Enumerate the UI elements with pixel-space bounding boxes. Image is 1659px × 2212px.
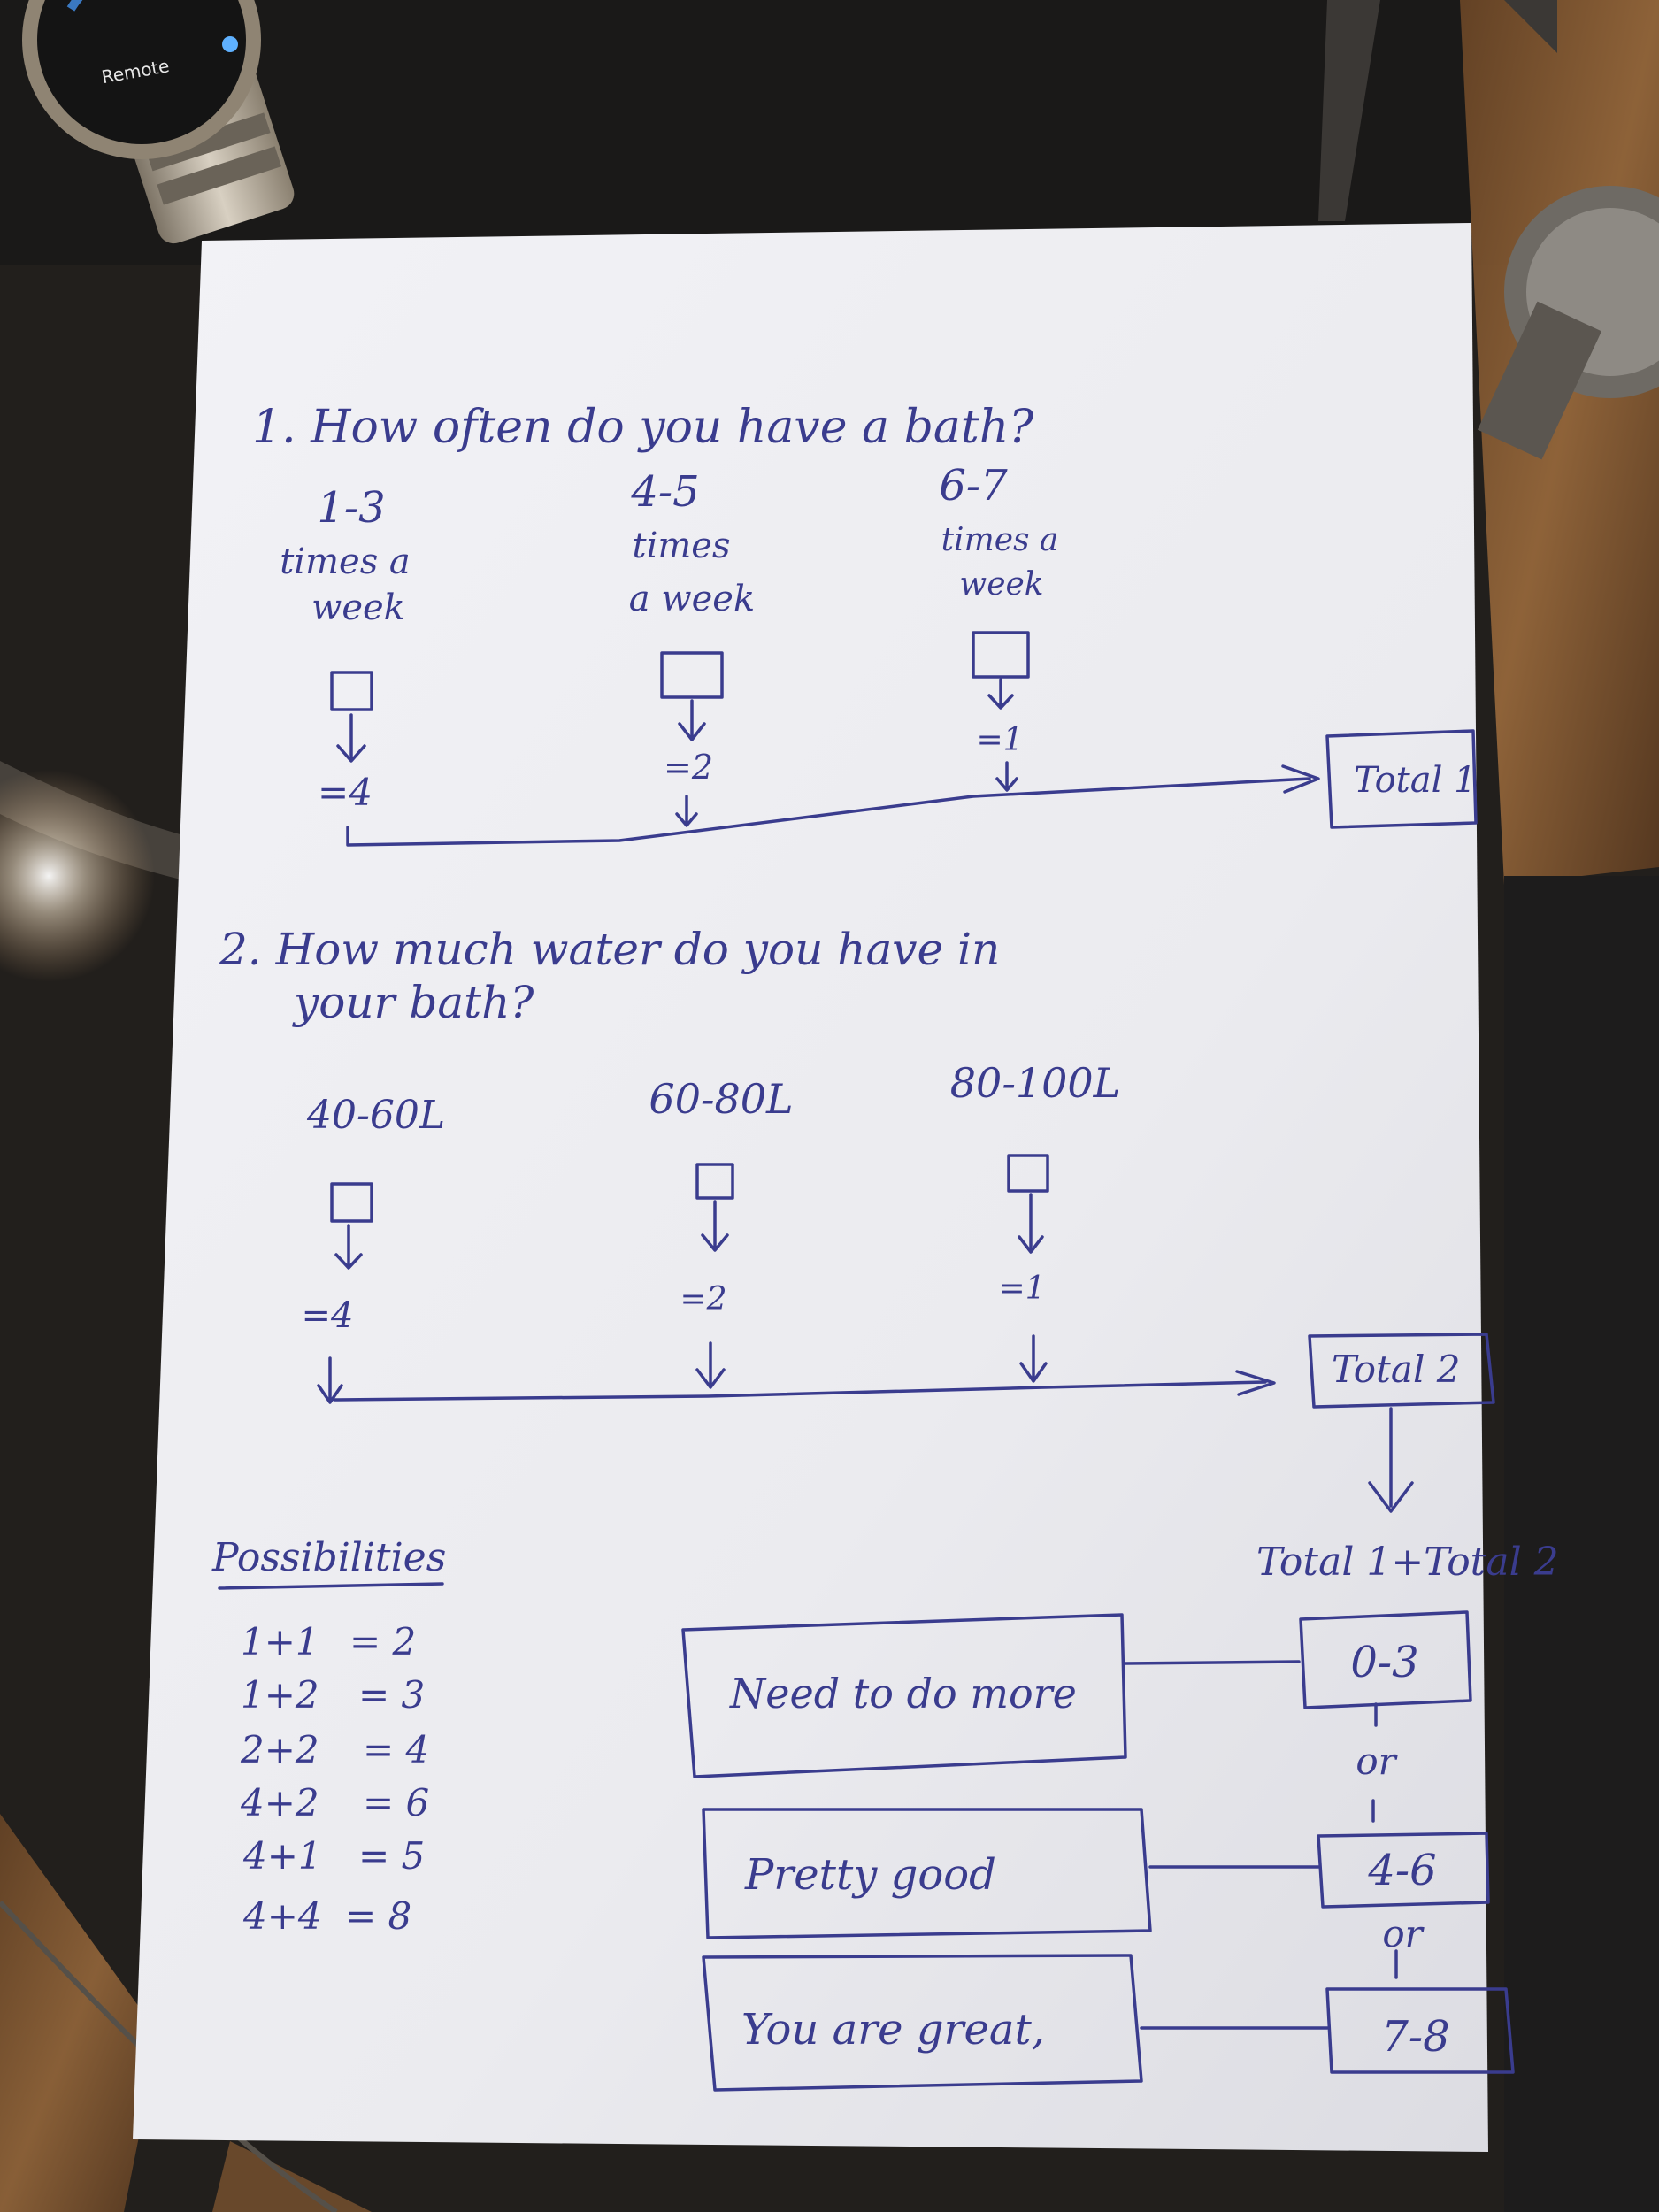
q2-option-2-score: =2 — [680, 1281, 726, 1317]
question-2-line1: 2. How much water do you have in — [219, 924, 1000, 975]
sum-label: Total 1+Total 2 — [1256, 1540, 1559, 1585]
q2-option-2-range: 60-80L — [649, 1075, 793, 1123]
q2-option-1-checkbox[interactable] — [330, 1182, 373, 1223]
possibility-result-5: = 5 — [358, 1834, 425, 1878]
range-label-0-3: 0-3 — [1350, 1638, 1418, 1687]
possibility-result-1: = 2 — [349, 1620, 416, 1663]
q1-option-2-checkbox[interactable] — [660, 651, 724, 699]
or-label-2: or — [1382, 1912, 1425, 1955]
q1-option-1-checkbox[interactable] — [330, 671, 373, 711]
or-label-1: or — [1356, 1740, 1398, 1783]
total-1-label: Total 1 — [1354, 760, 1477, 801]
result-message-need-more: Need to do more — [729, 1670, 1077, 1717]
possibility-result-6: = 8 — [345, 1894, 411, 1938]
possibility-expr-3: 2+2 — [240, 1728, 319, 1771]
q1-option-2-line2: a week — [629, 579, 755, 619]
range-box-0-3 — [1299, 1610, 1472, 1709]
result-message-pretty-good: Pretty good — [744, 1850, 996, 1900]
possibility-expr-2: 1+2 — [241, 1673, 319, 1717]
total-1-box — [1325, 729, 1478, 829]
q2-option-3-range: 80-100L — [950, 1059, 1120, 1107]
q1-option-2-score: =2 — [664, 748, 713, 787]
q2-option-3-checkbox[interactable] — [1007, 1154, 1049, 1193]
q2-collector-line — [333, 1380, 1267, 1402]
result-box-great — [702, 1954, 1143, 2092]
q1-option-1-range: 1-3 — [317, 483, 385, 533]
q1-option-2-range: 4-5 — [630, 467, 699, 517]
range-box-7-8 — [1325, 1987, 1515, 2074]
q2-option-1-range: 40-60L — [306, 1093, 445, 1138]
q1-option-1-line1: times a — [280, 541, 411, 582]
possibility-expr-5: 4+1 — [242, 1834, 322, 1878]
q1-option-3-range: 6-7 — [939, 461, 1008, 511]
q2-option-2-checkbox[interactable] — [695, 1163, 734, 1200]
range-box-4-6 — [1317, 1832, 1490, 1909]
q1-option-1-score: =4 — [318, 771, 373, 814]
q1-collector-line — [346, 777, 1311, 847]
q1-option-2-line1: times — [633, 526, 731, 566]
q1-option-3-line1: times a — [941, 522, 1059, 558]
result-message-great: You are great, — [741, 2005, 1045, 2055]
range-label-4-6: 4-6 — [1367, 1846, 1436, 1895]
question-2-line2: your bath? — [292, 977, 534, 1028]
question-1-text: 1. How often do you have a bath? — [252, 401, 1034, 454]
q1-option-1-line2: week — [311, 588, 405, 628]
result-box-need-more — [681, 1613, 1127, 1778]
result-box-pretty-good — [702, 1808, 1152, 1939]
possibility-expr-1: 1+1 — [241, 1620, 319, 1663]
q2-option-3-score: =1 — [998, 1271, 1045, 1307]
q2-option-1-score: =4 — [302, 1295, 354, 1336]
q1-option-3-checkbox[interactable] — [972, 631, 1030, 679]
range-label-7-8: 7-8 — [1381, 2012, 1449, 2062]
q1-option-3-line2: week — [959, 566, 1043, 603]
possibilities-heading: Possibilities — [211, 1535, 446, 1580]
total-2-box — [1308, 1333, 1495, 1409]
possibility-result-3: = 4 — [363, 1728, 429, 1771]
possibility-expr-6: 4+4 — [242, 1894, 322, 1938]
q1-option-3-score: =1 — [976, 722, 1023, 758]
possibility-result-2: = 3 — [358, 1673, 425, 1717]
possibility-expr-4: 4+2 — [240, 1781, 319, 1824]
wristwatch: Remote — [22, 0, 295, 244]
possibility-result-4: = 6 — [363, 1781, 429, 1824]
total-2-label: Total 2 — [1332, 1348, 1460, 1391]
